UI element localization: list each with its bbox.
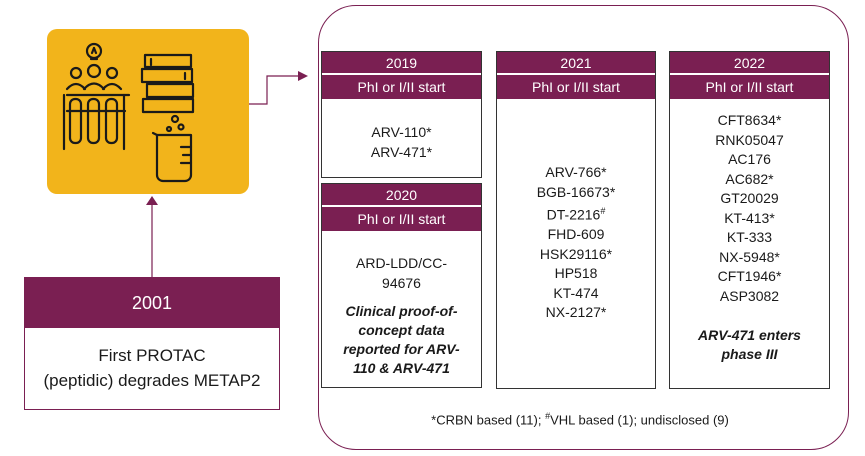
column-2019-list: ARV-110* ARV-471* bbox=[322, 123, 481, 162]
column-2019-phase: PhI or I/II start bbox=[322, 75, 481, 99]
column-2022-list: CFT8634* RNK05047 AC176 AC682* GT20029 K… bbox=[670, 111, 829, 306]
list-item: ARV-766* bbox=[545, 164, 607, 180]
list-item: HP518 bbox=[554, 265, 598, 282]
list-item: ARD-LDD/CC- bbox=[356, 255, 447, 271]
arrowhead-right bbox=[298, 71, 308, 81]
research-icon-tile bbox=[47, 29, 249, 194]
milestone-2001-description: First PROTAC (peptidic) degrades METAP2 bbox=[25, 328, 279, 409]
clinical-timeline-container bbox=[318, 5, 849, 450]
column-2020-year: 2020 bbox=[322, 184, 481, 207]
column-2021: 2021 PhI or I/II start ARV-766* BGB-1667… bbox=[496, 51, 656, 389]
column-2021-phase: PhI or I/II start bbox=[497, 75, 655, 99]
column-2019-year: 2019 bbox=[322, 52, 481, 75]
footnote: *CRBN based (11); #VHL based (1); undisc… bbox=[330, 411, 830, 427]
column-2021-year: 2021 bbox=[497, 52, 655, 75]
lab-research-icon bbox=[62, 42, 195, 183]
list-item: NX-2127* bbox=[545, 304, 607, 321]
milestone-2001-line2: (peptidic) degrades METAP2 bbox=[43, 370, 261, 390]
column-2022-year: 2022 bbox=[670, 52, 829, 75]
list-item: HSK29116* bbox=[539, 245, 613, 262]
list-item: GT20029 bbox=[720, 190, 779, 206]
milestone-2001-year: 2001 bbox=[25, 278, 279, 328]
list-item: ARV-471* bbox=[370, 143, 433, 160]
list-item: NX-5948* bbox=[719, 248, 780, 265]
connector-tile-to-timeline bbox=[249, 75, 300, 105]
list-item: DT-2216# bbox=[547, 202, 606, 225]
footnote-hash: # bbox=[545, 411, 551, 421]
list-item-text: DT-2216 bbox=[546, 206, 601, 223]
note-line: Clinical proof-of- bbox=[345, 303, 458, 319]
column-2020-phase: PhI or I/II start bbox=[322, 207, 481, 231]
milestone-2001-line1: First PROTAC bbox=[98, 345, 206, 365]
milestone-2001-box: 2001 First PROTAC (peptidic) degrades ME… bbox=[24, 277, 280, 410]
note-line: phase III bbox=[721, 346, 778, 362]
list-item: KT-333 bbox=[726, 229, 773, 245]
note-line: 110 & ARV-471 bbox=[353, 360, 450, 376]
column-2019: 2019 PhI or I/II start ARV-110* ARV-471* bbox=[321, 51, 482, 178]
list-item: KT-474 bbox=[553, 284, 599, 301]
list-item: AC682* bbox=[725, 170, 774, 187]
column-2020-list: ARD-LDD/CC- 94676 bbox=[322, 254, 481, 293]
vhl-marker: # bbox=[600, 206, 606, 216]
column-2020: 2020 PhI or I/II start ARD-LDD/CC- 94676… bbox=[321, 183, 482, 388]
list-item: RNK05047 bbox=[715, 131, 784, 148]
list-item: 94676 bbox=[382, 274, 421, 291]
column-2020-note: Clinical proof-of- concept data reported… bbox=[322, 302, 481, 378]
column-2022: 2022 PhI or I/II start CFT8634* RNK05047… bbox=[669, 51, 830, 389]
list-item: AC176 bbox=[728, 151, 771, 167]
column-2022-note: ARV-471 enters phase III bbox=[670, 326, 829, 364]
note-line: concept data bbox=[358, 322, 445, 338]
list-item: CFT8634* bbox=[717, 112, 782, 128]
list-item: CFT1946* bbox=[717, 268, 782, 284]
note-line: reported for ARV- bbox=[343, 341, 460, 357]
footnote-vhl: VHL based (1); undisclosed (9) bbox=[550, 412, 729, 428]
footnote-crbn: *CRBN based (11); bbox=[431, 412, 546, 428]
list-item: ASP3082 bbox=[719, 287, 780, 304]
list-item: FHD-609 bbox=[547, 226, 605, 243]
list-item: KT-413* bbox=[724, 209, 775, 226]
arrowhead-up bbox=[146, 196, 158, 205]
list-item: ARV-110* bbox=[371, 124, 432, 140]
column-2021-list: ARV-766* BGB-16673* DT-2216# FHD-609 HSK… bbox=[497, 163, 655, 323]
note-line: ARV-471 enters bbox=[698, 327, 801, 343]
column-2022-phase: PhI or I/II start bbox=[670, 75, 829, 99]
list-item: BGB-16673* bbox=[536, 183, 616, 200]
